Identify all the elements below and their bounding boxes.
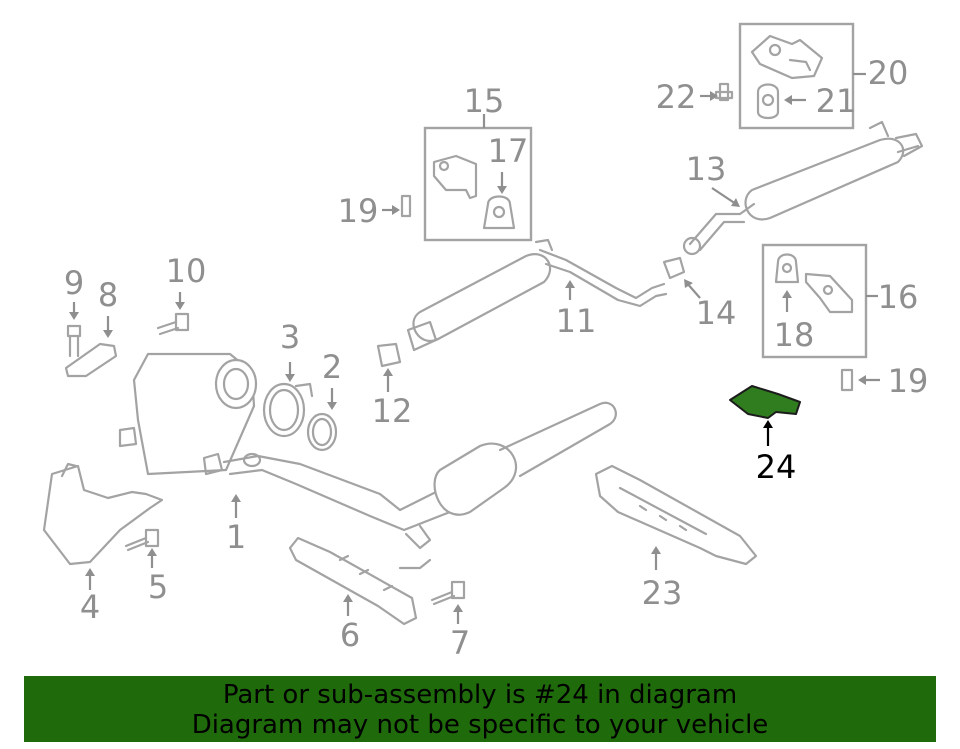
banner-line-1: Part or sub-assembly is #24 in diagram (222, 680, 738, 710)
part-9-bolt[interactable] (66, 324, 82, 358)
callout-17: 17 (488, 132, 529, 170)
part-4-heat-shield[interactable] (42, 462, 164, 566)
part-group-box-15 (423, 126, 533, 242)
part-10-bolt[interactable] (156, 312, 190, 336)
banner-line-2: Diagram may not be specific to your vehi… (191, 710, 769, 740)
callout-24-highlighted: 24 (756, 448, 797, 486)
part-21-hanger[interactable] (756, 83, 780, 120)
part-18-hanger[interactable] (774, 253, 800, 284)
callout-21: 21 (816, 82, 857, 120)
callout-9: 9 (64, 264, 84, 302)
part-16-bracket[interactable] (804, 272, 854, 314)
part-24-bracket-highlighted[interactable] (729, 385, 801, 419)
callout-7: 7 (450, 624, 470, 662)
part-3-clamp[interactable] (262, 382, 314, 438)
callout-5: 5 (148, 568, 168, 606)
callout-1: 1 (226, 518, 246, 556)
part-group-box-16 (761, 243, 868, 359)
callout-15: 15 (464, 82, 505, 120)
callout-6: 6 (340, 616, 360, 654)
info-banner: Part or sub-assembly is #24 in diagram D… (24, 676, 936, 742)
callout-23: 23 (642, 574, 683, 612)
callout-14: 14 (696, 294, 737, 332)
part-11-center-muffler[interactable] (406, 238, 668, 352)
part-6-heat-shield[interactable] (288, 536, 418, 626)
part-1-catalytic-converter[interactable] (118, 352, 617, 570)
callout-12: 12 (372, 392, 413, 430)
part-23-heat-shield[interactable] (594, 464, 758, 566)
callout-19-upper: 19 (338, 192, 379, 230)
part-17-hanger[interactable] (482, 195, 516, 230)
part-20-bracket[interactable] (750, 34, 824, 80)
part-2-gasket[interactable] (306, 412, 338, 452)
part-12-clamp[interactable] (376, 342, 402, 368)
callout-3: 3 (280, 318, 300, 356)
part-8-bracket[interactable] (64, 342, 118, 378)
callout-8: 8 (98, 276, 118, 314)
part-7-bolt[interactable] (430, 580, 466, 606)
part-5-bolt[interactable] (124, 528, 160, 552)
callout-22: 22 (656, 78, 697, 116)
part-15-bracket[interactable] (432, 154, 478, 200)
part-19-bolt-upper[interactable] (400, 194, 412, 218)
part-19-bolt-lower[interactable] (840, 368, 854, 392)
part-14-clamp[interactable] (662, 256, 686, 280)
callout-13: 13 (686, 150, 727, 188)
part-22-bolt[interactable] (714, 82, 734, 102)
part-group-box-20 (738, 22, 855, 130)
callout-4: 4 (80, 588, 100, 626)
callout-16: 16 (878, 278, 919, 316)
callout-11: 11 (556, 302, 597, 340)
callout-10: 10 (166, 252, 207, 290)
callout-19-lower: 19 (888, 362, 929, 400)
callout-20: 20 (868, 54, 909, 92)
callout-2: 2 (322, 348, 342, 386)
part-13-rear-muffler[interactable] (682, 120, 924, 256)
callout-18: 18 (774, 316, 815, 354)
